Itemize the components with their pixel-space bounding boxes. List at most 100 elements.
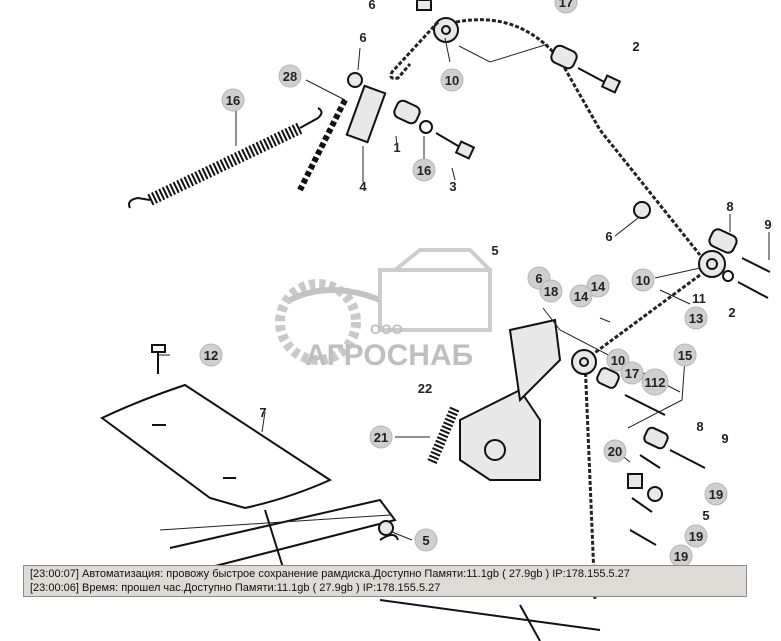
callout-label: 2 <box>632 39 639 54</box>
leader-lines <box>158 37 770 541</box>
cover-plate-slot <box>152 424 236 479</box>
callout-c6c: 6 <box>605 229 612 244</box>
callout-label: 9 <box>721 431 728 446</box>
callout-bubble <box>278 64 302 88</box>
callout-label: 112 <box>645 375 666 390</box>
callout-label: 14 <box>574 289 589 304</box>
watermark-prefix: ООО <box>370 321 403 337</box>
callout-label: 17 <box>625 366 639 381</box>
callout-c2b: 2 <box>728 305 735 320</box>
callout-bubble <box>569 284 593 308</box>
log-line: [23:00:06] Время: прошел час.Доступно Па… <box>30 582 441 594</box>
callout-bubble <box>440 68 464 92</box>
callout-label: 10 <box>636 273 650 288</box>
callout-label: 6 <box>368 0 375 12</box>
callout-c20: 20 <box>603 439 627 463</box>
callout-c19c: 19 <box>669 544 693 568</box>
callout-label: 5 <box>422 533 429 548</box>
callout-bubble <box>554 0 578 14</box>
right-pulley <box>698 228 771 299</box>
callout-bubble <box>641 368 669 396</box>
agrosnab-watermark: ООО АГРОСНАБ <box>275 248 492 372</box>
callout-label: 10 <box>611 353 625 368</box>
callout-c12: 12 <box>199 343 223 367</box>
callout-label: 7 <box>259 405 266 420</box>
callout-bubble <box>412 158 436 182</box>
cable-main <box>455 18 702 256</box>
callout-bubble <box>539 279 563 303</box>
log-line: [23:00:07] Автоматизация: провожу быстро… <box>30 568 630 580</box>
callout-bubble <box>620 361 644 385</box>
callout-c9a: 9 <box>764 217 771 232</box>
callout-label: 17 <box>559 0 573 10</box>
callout-c28: 28 <box>278 64 302 88</box>
callout-c5c: 5 <box>491 243 498 258</box>
callout-label: 4 <box>359 179 367 194</box>
callout-label: 10 <box>445 73 459 88</box>
callout-bubble <box>684 306 708 330</box>
callout-label: 19 <box>674 549 688 564</box>
watermark-brand: АГРОСНАБ <box>305 339 473 372</box>
callout-label: 16 <box>226 93 240 108</box>
callout-c17b: 17 <box>620 361 644 385</box>
spring-part-21 <box>427 406 460 464</box>
callout-c13: 13 <box>684 306 708 330</box>
callout-c18: 18 <box>539 279 563 303</box>
bolt-12 <box>151 344 166 374</box>
callout-label: 3 <box>449 179 456 194</box>
callout-c22: 22 <box>418 381 432 396</box>
bracket-part-4 <box>345 84 387 144</box>
callout-c8b: 8 <box>696 419 703 434</box>
callout-label: 5 <box>702 508 709 523</box>
chain-part-28 <box>297 98 348 192</box>
callout-label: 6 <box>535 271 542 286</box>
cable-lower <box>583 273 701 601</box>
callout-c7: 7 <box>259 405 266 420</box>
top-pulley <box>416 0 459 43</box>
callout-c16b: 16 <box>412 158 436 182</box>
callout-c8a: 8 <box>726 199 733 214</box>
callout-c19b: 19 <box>684 524 708 548</box>
log-panel: [23:00:07] Автоматизация: провожу быстро… <box>23 565 747 597</box>
callout-label: 15 <box>678 348 692 363</box>
callout-label: 18 <box>544 284 558 299</box>
callout-label: 19 <box>709 487 723 502</box>
callout-label: 21 <box>374 430 388 445</box>
callout-bubble <box>369 425 393 449</box>
callout-c10b: 10 <box>631 268 655 292</box>
lower-pulley <box>571 349 597 375</box>
callout-label: 8 <box>726 199 733 214</box>
callout-label: 6 <box>605 229 612 244</box>
spring-part-16 <box>128 107 323 209</box>
callout-label: 11 <box>692 291 706 306</box>
bracket-plate-18 <box>459 318 562 481</box>
callout-bubble <box>199 343 223 367</box>
bolt-assembly-right <box>596 367 706 546</box>
callout-label: 28 <box>283 69 297 84</box>
callout-label: 20 <box>608 444 622 459</box>
callout-bubble <box>603 439 627 463</box>
callout-c3: 3 <box>449 179 456 194</box>
callout-label: 5 <box>491 243 498 258</box>
callout-c2a: 2 <box>632 39 639 54</box>
callout-label: 19 <box>689 529 703 544</box>
callout-c1: 1 <box>393 140 400 155</box>
callout-bubble <box>586 274 610 298</box>
callout-c5a: 5 <box>702 508 709 523</box>
callout-c11: 11 <box>692 291 706 306</box>
callout-bubble <box>684 524 708 548</box>
callout-c15: 15 <box>673 343 697 367</box>
callout-c10a: 10 <box>440 68 464 92</box>
nut-5 <box>378 520 394 536</box>
callout-label: 6 <box>359 30 366 45</box>
callout-bubble <box>221 88 245 112</box>
callout-bubble <box>673 343 697 367</box>
cover-plate-7 <box>100 383 333 510</box>
callout-c5b: 5 <box>414 528 438 552</box>
bolt-assembly-upper <box>393 99 476 160</box>
callout-bubble <box>704 482 728 506</box>
callout-c112: 112 <box>641 368 669 396</box>
nut-6-mid <box>633 201 651 219</box>
